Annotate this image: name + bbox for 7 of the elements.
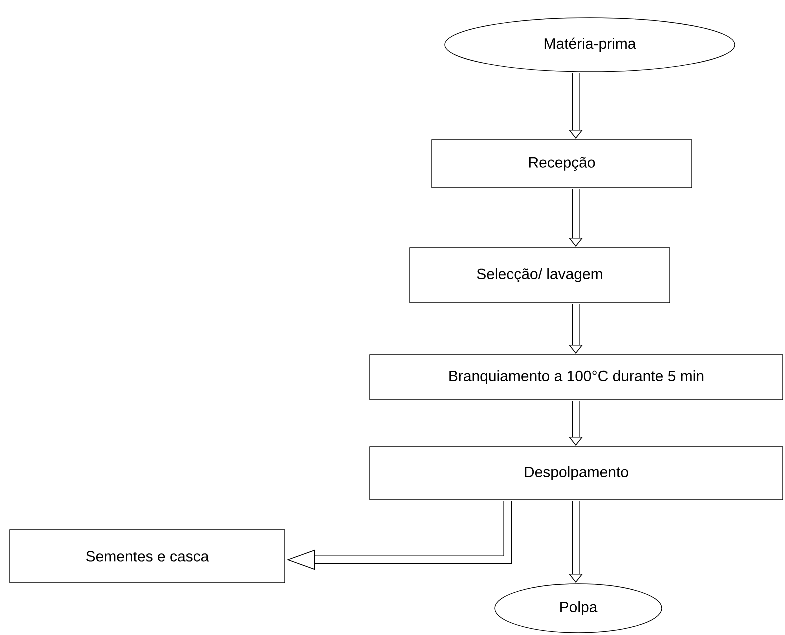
oval-node: Matéria-prima [444, 18, 736, 72]
process-box: Despolpamento [370, 446, 784, 500]
process-box: Recepção [432, 140, 692, 188]
process-box: Sementes e casca [10, 530, 286, 584]
process-box: Branquiamento a 100°C durante 5 min [370, 354, 784, 400]
oval-node: Polpa [494, 584, 662, 634]
process-box: Selecção/ lavagem [410, 248, 670, 304]
